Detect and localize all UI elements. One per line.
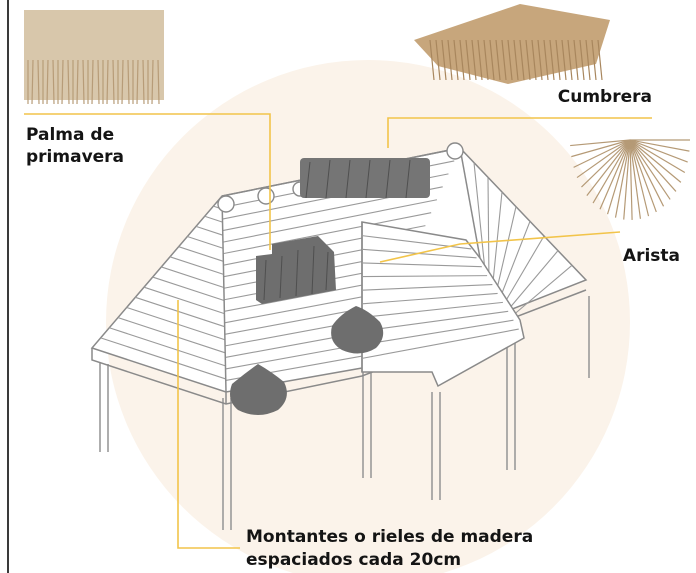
label-montantes-line1: Montantes o rieles de madera — [246, 527, 534, 547]
hip-bundle-front — [230, 364, 287, 415]
callout-lines — [24, 113, 652, 549]
arista-photo — [570, 139, 690, 220]
ridge-rollers — [217, 142, 464, 213]
label-cumbrera: Cumbrera — [557, 87, 652, 107]
wood-rails-left — [100, 205, 226, 380]
front-gable — [361, 221, 525, 388]
ridge-thatch-sample — [300, 158, 430, 199]
wood-rails-right — [473, 162, 573, 314]
label-palma: Palma de primavera — [26, 125, 125, 167]
palma-photo — [24, 10, 164, 105]
left-border-rule — [7, 0, 9, 573]
support-posts — [99, 296, 590, 530]
hip-bundle-gable — [331, 306, 384, 354]
cumbrera-photo — [414, 4, 610, 84]
label-arista: Arista — [622, 246, 680, 266]
wood-rails-gable — [361, 235, 519, 359]
label-montantes-line2: espaciados cada 20cm — [246, 550, 462, 570]
palm-thatch-sample — [256, 236, 336, 304]
